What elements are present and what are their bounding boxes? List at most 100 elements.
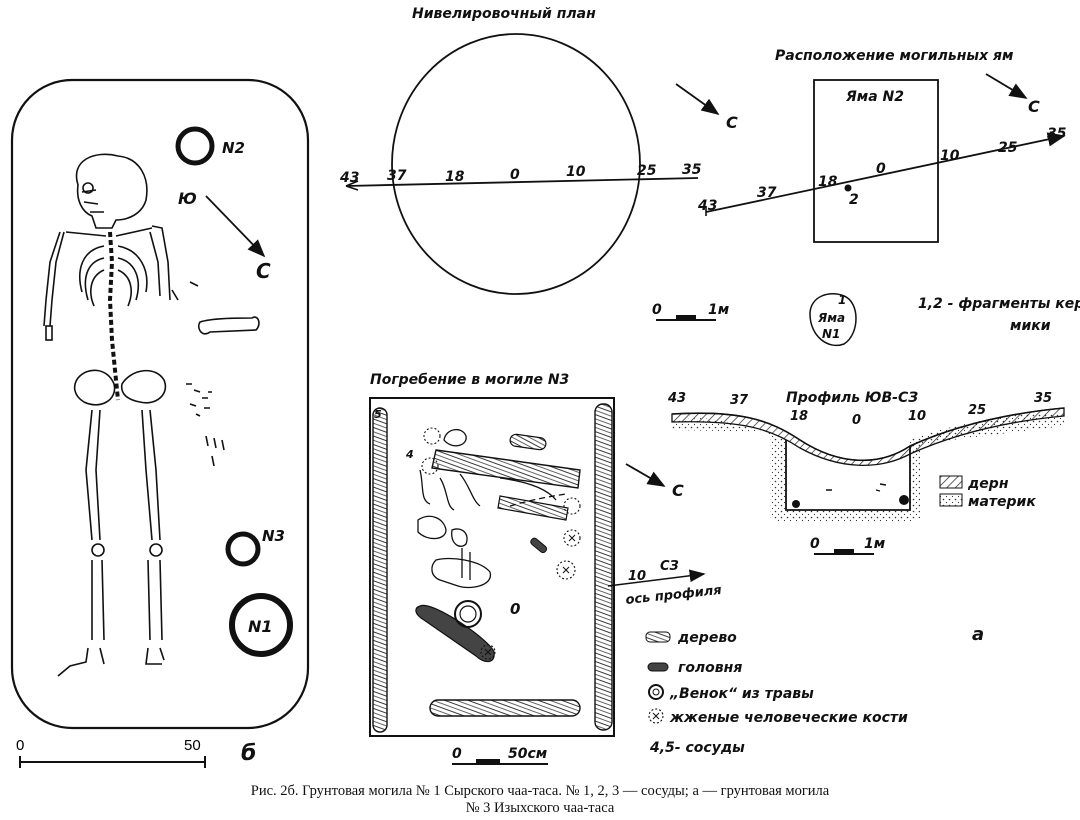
- pit-layout-north-arrow: [985, 73, 1028, 99]
- log-small: [509, 433, 547, 451]
- direction-arrow: [205, 195, 266, 258]
- pit-n1-marker: 1: [838, 293, 846, 307]
- legend-wood: дерево: [677, 630, 737, 646]
- profile-tick-35: 35: [1034, 391, 1052, 406]
- caption-line-2: № 3 Изыхского чаа-таса: [465, 800, 615, 816]
- ceramics-note-line1: 1,2 - фрагменты кера-: [918, 296, 1080, 312]
- vessel-marker-5: 5: [374, 408, 382, 421]
- burnt-bones-icon: [648, 708, 664, 724]
- section-tick-10: 10: [628, 569, 646, 584]
- legend-burnt-bones: жженые человеческие кости: [669, 710, 908, 726]
- pit-layout-tick-43: 43: [697, 198, 717, 214]
- profile-scale-start: 0: [810, 536, 820, 552]
- panel-letter-b: б: [241, 741, 256, 766]
- pit-label-n2: N2: [222, 139, 245, 157]
- profile-tick-37: 37: [730, 393, 749, 408]
- pit-layout-tick-25: 25: [998, 140, 1018, 156]
- pit-layout: Расположение могильных ям Яма N2 43 37 1…: [652, 48, 1080, 347]
- leveling-plan-title: Нивелировочный план: [412, 6, 596, 22]
- remains-sketch: [417, 429, 567, 589]
- scale-end: 50: [184, 737, 201, 754]
- caption-line-1: Рис. 2б. Грунтовая могила № 1 Сырского ч…: [250, 783, 830, 799]
- profile-tick-25: 25: [968, 403, 986, 418]
- scale-start: 0: [16, 737, 24, 754]
- firebrand-icon: [647, 662, 669, 672]
- vessel-marker-4: 4: [405, 448, 414, 461]
- pit-n1-label-a: Яма: [817, 311, 845, 325]
- pit-n2-outline: [813, 79, 939, 243]
- pit-layout-tick-35: 35: [1047, 126, 1067, 142]
- burial-north-label: С: [672, 481, 684, 500]
- pit-layout-north-label: С: [1028, 97, 1040, 116]
- profile-tick-0: 0: [852, 413, 861, 428]
- leveling-tick-10: 10: [566, 164, 586, 180]
- pit-layout-tick-37: 37: [757, 185, 777, 201]
- wood-icon: [645, 631, 671, 643]
- profile-scale-end: 1м: [864, 536, 885, 552]
- profile-tick-18: 18: [790, 409, 808, 424]
- pit-layout-scale-start: 0: [652, 302, 662, 318]
- subsoil-legend-swatch: [939, 493, 963, 507]
- burial-pit-outline: [369, 397, 615, 737]
- direction-to-label: С: [256, 259, 271, 283]
- section-axis: [607, 569, 706, 587]
- section-direction: СЗ: [660, 559, 679, 574]
- legend-sod: дерн: [967, 476, 1009, 492]
- panel-letter-a: а: [972, 624, 984, 645]
- leveling-north-label: С: [726, 113, 738, 132]
- mound-contour: [391, 33, 641, 295]
- leveling-tick-35: 35: [682, 162, 702, 178]
- find-point-2: [844, 184, 852, 192]
- skeleton-drawing: [43, 153, 260, 677]
- center-marker-0: 0: [510, 600, 520, 618]
- profile-tick-10: 10: [908, 409, 926, 424]
- profile-tick-43: 43: [667, 391, 686, 406]
- log-bottom: [429, 699, 581, 717]
- find-point-2-label: 2: [849, 192, 859, 208]
- pit-layout-scale-end: 1м: [708, 302, 729, 318]
- leveling-tick-18: 18: [445, 169, 465, 185]
- burial-n3: Погребение в могиле N3: [369, 372, 723, 765]
- burial-north-arrow: [625, 463, 666, 487]
- burial-scale-end: 50см: [508, 746, 547, 762]
- wreath-icon: [648, 684, 664, 700]
- burnt-bones: [421, 427, 581, 660]
- leveling-tick-25: 25: [637, 163, 657, 179]
- wreath: [454, 600, 482, 628]
- log-left: [372, 407, 388, 733]
- log-middle: [497, 495, 569, 521]
- pit-layout-tick-10: 10: [940, 148, 960, 164]
- pit-layout-tick-0: 0: [876, 161, 886, 177]
- sod-legend-swatch: [939, 475, 963, 489]
- log-diagonal: [431, 449, 581, 489]
- figure-caption: Рис. 2б. Грунтовая могила № 1 Сырского ч…: [0, 783, 1080, 817]
- burial-legend: дерево головня „Венок“ из травы жженые ч…: [645, 630, 908, 756]
- leveling-north-arrow: [675, 83, 720, 116]
- pit-layout-tick-18: 18: [818, 174, 838, 190]
- pit-label-n1: N1: [248, 617, 273, 636]
- direction-from-label: Ю: [178, 189, 197, 208]
- pit-n1-label-b: N1: [822, 327, 840, 341]
- profile-section: Профиль ЮВ-СЗ 43 37 18 0 10 25 35 дерн м…: [667, 390, 1065, 645]
- legend-vessels: 4,5- сосуды: [649, 740, 745, 756]
- legend-wreath: „Венок“ из травы: [669, 686, 814, 702]
- legend-firebrand: головня: [678, 660, 742, 676]
- leveling-tick-43: 43: [339, 170, 359, 186]
- pit-layout-axis: [705, 132, 1066, 213]
- grave-outline: [10, 78, 310, 730]
- panel-b: N2 N3 N1 Ю С 0 50 б: [10, 78, 310, 768]
- pit-n1-outline: [809, 293, 857, 347]
- pit-marker-n3: [225, 531, 261, 567]
- leveling-plan: Нивелировочный план 43 37 18 0 10 25 35 …: [339, 6, 738, 295]
- pit-marker-n1: [229, 593, 293, 657]
- pit-layout-title: Расположение могильных ям: [775, 48, 1013, 64]
- ceramics-note-line2: мики: [1010, 318, 1051, 334]
- section-axis-label: ось профиля: [625, 583, 723, 608]
- firebrand-small: [530, 537, 548, 554]
- log-right: [594, 403, 613, 731]
- leveling-tick-37: 37: [387, 168, 407, 184]
- burial-scale-start: 0: [452, 746, 462, 762]
- pit-label-n3: N3: [262, 527, 285, 545]
- pit-marker-n2: [175, 126, 215, 166]
